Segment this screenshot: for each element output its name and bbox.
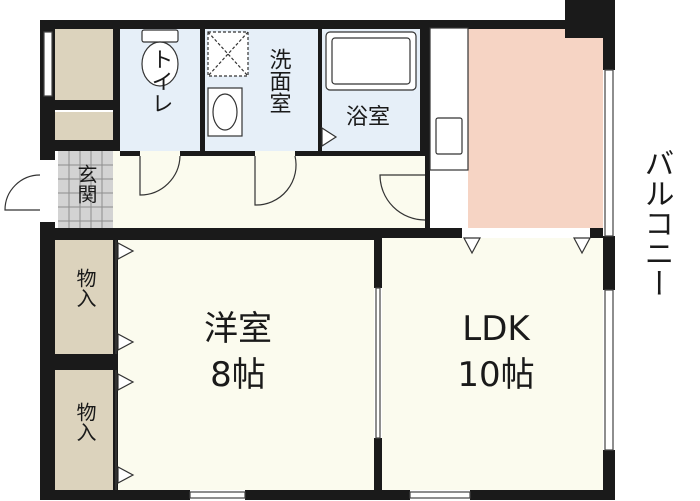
- entrance-tile-grid: [58, 151, 113, 228]
- swing-doors: [4, 155, 426, 221]
- entrance-label: 玄関: [74, 164, 98, 204]
- fixtures: [141, 27, 469, 171]
- entrance-floor: [58, 151, 113, 228]
- ldk-name: LDK: [462, 309, 531, 349]
- toilet-label: トイレ: [148, 48, 173, 114]
- toilet-bowl: [141, 41, 179, 87]
- windows: [43, 31, 614, 499]
- laundry-pan: [207, 31, 249, 77]
- storage-upper-floor: [55, 28, 113, 100]
- storage-middle-floor: [55, 240, 113, 354]
- ldk-size: 10帖: [457, 355, 534, 395]
- door-triangles: [117, 126, 591, 484]
- western-room-name: 洋室: [204, 309, 272, 349]
- storage-lower-floor: [55, 370, 113, 490]
- western-room-size: 8帖: [210, 355, 266, 395]
- washroom-label: 洗面室: [266, 48, 292, 114]
- corridor-floor: [113, 151, 430, 228]
- storage-lower-label: 物入: [73, 402, 97, 442]
- bath-label: 浴室: [346, 105, 390, 130]
- labels: トイレ 洗面室 浴室 玄関 物入 物入 洋室 8帖 LDK 10帖 バルコニー: [73, 48, 674, 442]
- kitchen-floor: [468, 28, 603, 228]
- kitchen-sink: [435, 117, 463, 155]
- wash-basin: [212, 93, 238, 131]
- storage-middle-label: 物入: [73, 268, 97, 308]
- western-room-floor: [118, 240, 374, 490]
- balcony-label: バルコニー: [639, 148, 674, 298]
- walls: [40, 0, 615, 500]
- balcony-floor: [617, 8, 695, 496]
- ldk-floor: [382, 238, 603, 490]
- toilet-tank: [141, 29, 179, 43]
- storage-upper-floor-2: [55, 112, 113, 140]
